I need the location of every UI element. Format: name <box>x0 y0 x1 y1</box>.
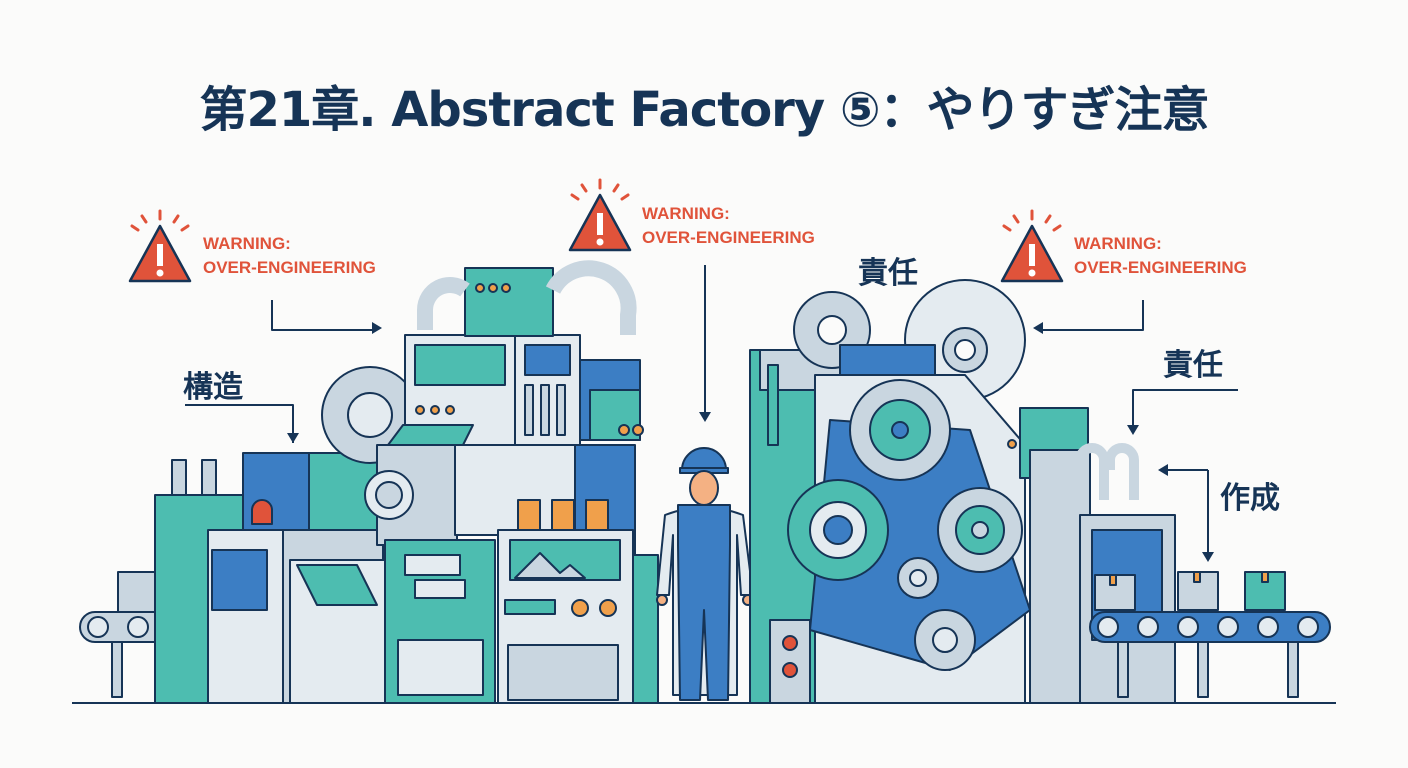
warning-line1: WARNING: <box>203 234 291 253</box>
page-title: 第21章. Abstract Factory ⑤：やりすぎ注意 <box>199 82 1210 138</box>
warning-line1: WARNING: <box>1074 234 1162 253</box>
right-conveyor <box>1089 571 1331 698</box>
warning-line1: WARNING: <box>642 204 730 223</box>
label-structure: 構造 <box>183 370 243 405</box>
warning-triangle-icon <box>128 178 1064 283</box>
warning-right: WARNING: OVER-ENGINEERING <box>1074 232 1247 280</box>
label-creation: 作成 <box>1220 481 1280 516</box>
worker-icon <box>656 447 754 701</box>
warning-line2: OVER-ENGINEERING <box>203 258 376 277</box>
label-responsibility-right: 責任 <box>1163 348 1223 383</box>
warning-line2: OVER-ENGINEERING <box>1074 258 1247 277</box>
warning-line2: OVER-ENGINEERING <box>642 228 815 247</box>
label-responsibility-top: 責任 <box>858 256 918 291</box>
warning-center: WARNING: OVER-ENGINEERING <box>642 202 815 250</box>
warning-left: WARNING: OVER-ENGINEERING <box>203 232 376 280</box>
